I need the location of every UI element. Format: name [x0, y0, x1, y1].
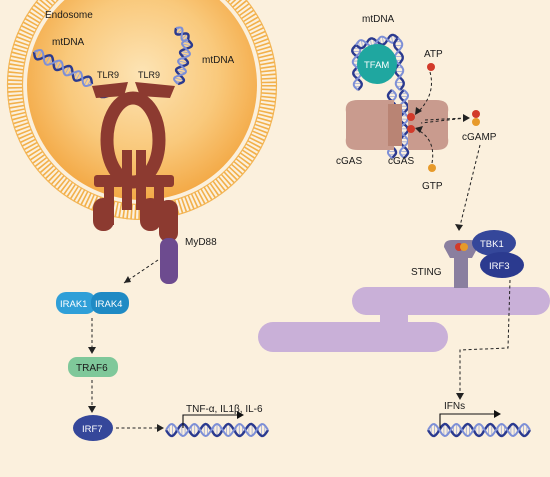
- arrow-gtp-cgas: [417, 129, 434, 164]
- tbk1-label: TBK1: [480, 239, 504, 250]
- transcription-start-right: [439, 413, 497, 428]
- myd88-label: MyD88: [185, 237, 217, 248]
- mtdna-label-top: mtDNA: [362, 14, 395, 25]
- mtdna-helix-top-arc-r: [393, 37, 405, 91]
- sting-label: STING: [411, 267, 442, 278]
- cgas-label-right: cGAS: [388, 156, 414, 167]
- arrow-atp-cgas: [417, 71, 432, 113]
- sting-shape: [444, 240, 478, 288]
- tlr9-tir-left: [93, 198, 114, 231]
- endosome-label: Endosome: [45, 10, 93, 21]
- atp-dot: [427, 63, 435, 71]
- tfam-label: TFAM: [364, 60, 389, 71]
- mtdna-helix-top-arc-t: [355, 33, 399, 50]
- dna-helix-ifns: [426, 422, 532, 438]
- irak4-label: IRAK4: [95, 299, 122, 310]
- arrow-irf3-ifns: [459, 279, 511, 396]
- gtp-label: GTP: [422, 181, 443, 192]
- tfam-shape: [357, 44, 397, 84]
- arrow-cgamp-sting: [459, 144, 481, 227]
- irak4-shape: [91, 292, 129, 314]
- mtdna-helix-right-a: [173, 39, 194, 86]
- cgamp-label: cGAMP: [462, 132, 497, 143]
- irak1-shape: [56, 292, 96, 314]
- mtdna-helix-right-b: [174, 26, 190, 42]
- cgas-dimer: [345, 100, 449, 150]
- mtdna-helix-left-a: [32, 48, 94, 88]
- cgamp-dot-a: [472, 110, 480, 118]
- tlr9-ectodomain: [100, 91, 166, 189]
- ifns-label: IFNs: [444, 401, 465, 412]
- myd88: [159, 200, 178, 284]
- irf3-label: IRF3: [489, 261, 510, 272]
- sting: [444, 240, 478, 288]
- mtdna-label-left: mtDNA: [52, 37, 85, 48]
- endosome-membrane: [7, 0, 277, 220]
- traf6-shape: [68, 357, 118, 377]
- tlr9-dimer: [92, 82, 175, 231]
- mtdna-label-right: mtDNA: [202, 55, 235, 66]
- tbk1-shape: [472, 230, 516, 256]
- gtp-dot: [428, 164, 436, 172]
- cytokines-label: TNF-α, IL1β, IL-6: [186, 404, 263, 415]
- irak1-label: IRAK1: [60, 299, 87, 310]
- arrow-cgas-cgamp: [424, 117, 466, 121]
- arrows: [91, 71, 511, 429]
- irf7-shape: [73, 415, 113, 441]
- dna-layer: [32, 26, 532, 438]
- mtdna-helix-top-arc-l: [351, 44, 363, 91]
- irf7-label: IRF7: [82, 424, 103, 435]
- arrow-myd88-irak: [123, 259, 159, 284]
- transcription-start-left: [182, 414, 240, 428]
- cgas-label-left: cGAS: [336, 156, 362, 167]
- traf6-label: TRAF6: [76, 363, 108, 374]
- cgas-right-shape: [408, 100, 449, 150]
- cgas-site-atp: [407, 113, 415, 121]
- tlr9-label-left: TLR9: [97, 70, 119, 80]
- mtdna-helix-cgas-r: [398, 89, 410, 159]
- cgas-left-shape: [345, 100, 394, 150]
- cgamp-dot-b: [472, 118, 480, 126]
- arrowheads: [88, 107, 470, 432]
- arrow-cgamp-cgas: [420, 117, 467, 124]
- myd88-shape: [160, 238, 178, 284]
- cgas-site-gtp: [407, 125, 415, 133]
- atp-label: ATP: [424, 49, 443, 60]
- endoplasmic-reticulum: [258, 287, 550, 352]
- irf3-shape: [480, 252, 524, 278]
- tlr9-tir-right: [140, 198, 161, 231]
- tlr9-label-right: TLR9: [138, 70, 160, 80]
- er-membrane-bottom: [258, 322, 448, 352]
